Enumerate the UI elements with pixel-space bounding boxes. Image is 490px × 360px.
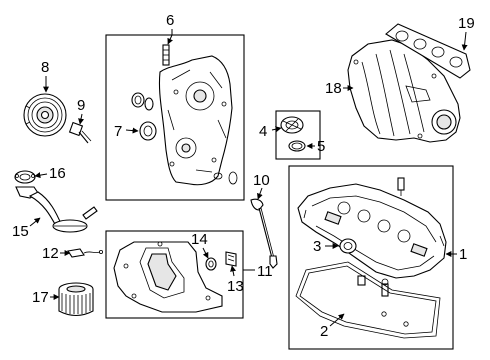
oil-dipstick bbox=[250, 198, 278, 269]
drain-plug bbox=[225, 251, 237, 267]
callout-2: 2 bbox=[320, 323, 328, 340]
valve-cover-gasket bbox=[295, 261, 441, 339]
strainer-gasket bbox=[14, 170, 36, 184]
callout-17: 17 bbox=[32, 289, 49, 306]
crankshaft-pulley bbox=[23, 93, 67, 137]
valve-cover-seal bbox=[339, 238, 357, 254]
oil-strainer bbox=[15, 186, 98, 233]
callout-3: 3 bbox=[313, 238, 321, 255]
leader-lines bbox=[29, 29, 468, 327]
drain-plug-gasket bbox=[205, 257, 217, 271]
oil-pan-group-box bbox=[105, 230, 244, 319]
valve-cover-group-box bbox=[288, 165, 454, 350]
callout-15: 15 bbox=[12, 223, 29, 240]
intake-manifold-gasket bbox=[385, 23, 471, 79]
timing-chain-cover bbox=[158, 55, 238, 186]
callout-19: 19 bbox=[458, 15, 475, 32]
callout-1: 1 bbox=[459, 246, 467, 263]
callout-5: 5 bbox=[317, 138, 325, 155]
pulley-bolt bbox=[68, 121, 92, 144]
callout-16: 16 bbox=[49, 165, 66, 182]
oil-pan bbox=[113, 241, 223, 313]
ignition-sensor-connector bbox=[381, 278, 389, 297]
callout-13: 13 bbox=[227, 278, 244, 295]
valve-cover bbox=[297, 183, 447, 279]
callout-14: 14 bbox=[191, 231, 208, 248]
filler-cap-seal bbox=[288, 140, 306, 152]
callout-6: 6 bbox=[166, 12, 174, 29]
callout-11: 11 bbox=[257, 263, 273, 280]
oil-filter bbox=[58, 282, 94, 317]
timing-cover-stud bbox=[162, 44, 170, 66]
cam-position-sensor bbox=[397, 177, 405, 196]
callout-10: 10 bbox=[253, 172, 270, 189]
oil-filler-cap-group-box bbox=[275, 110, 321, 160]
seal-ring-upper bbox=[131, 92, 154, 111]
callout-7: 7 bbox=[114, 123, 122, 140]
pcv-valve bbox=[357, 275, 366, 286]
callout-4: 4 bbox=[259, 123, 267, 140]
callout-18: 18 bbox=[325, 80, 342, 97]
intake-manifold bbox=[347, 39, 461, 143]
timing-cover-group-box bbox=[105, 34, 245, 201]
callout-12: 12 bbox=[42, 245, 59, 262]
crankshaft-front-seal bbox=[139, 121, 157, 141]
oil-level-switch bbox=[67, 248, 104, 258]
callout-8: 8 bbox=[41, 59, 49, 76]
oil-filler-cap bbox=[280, 116, 304, 134]
callout-9: 9 bbox=[77, 97, 85, 114]
